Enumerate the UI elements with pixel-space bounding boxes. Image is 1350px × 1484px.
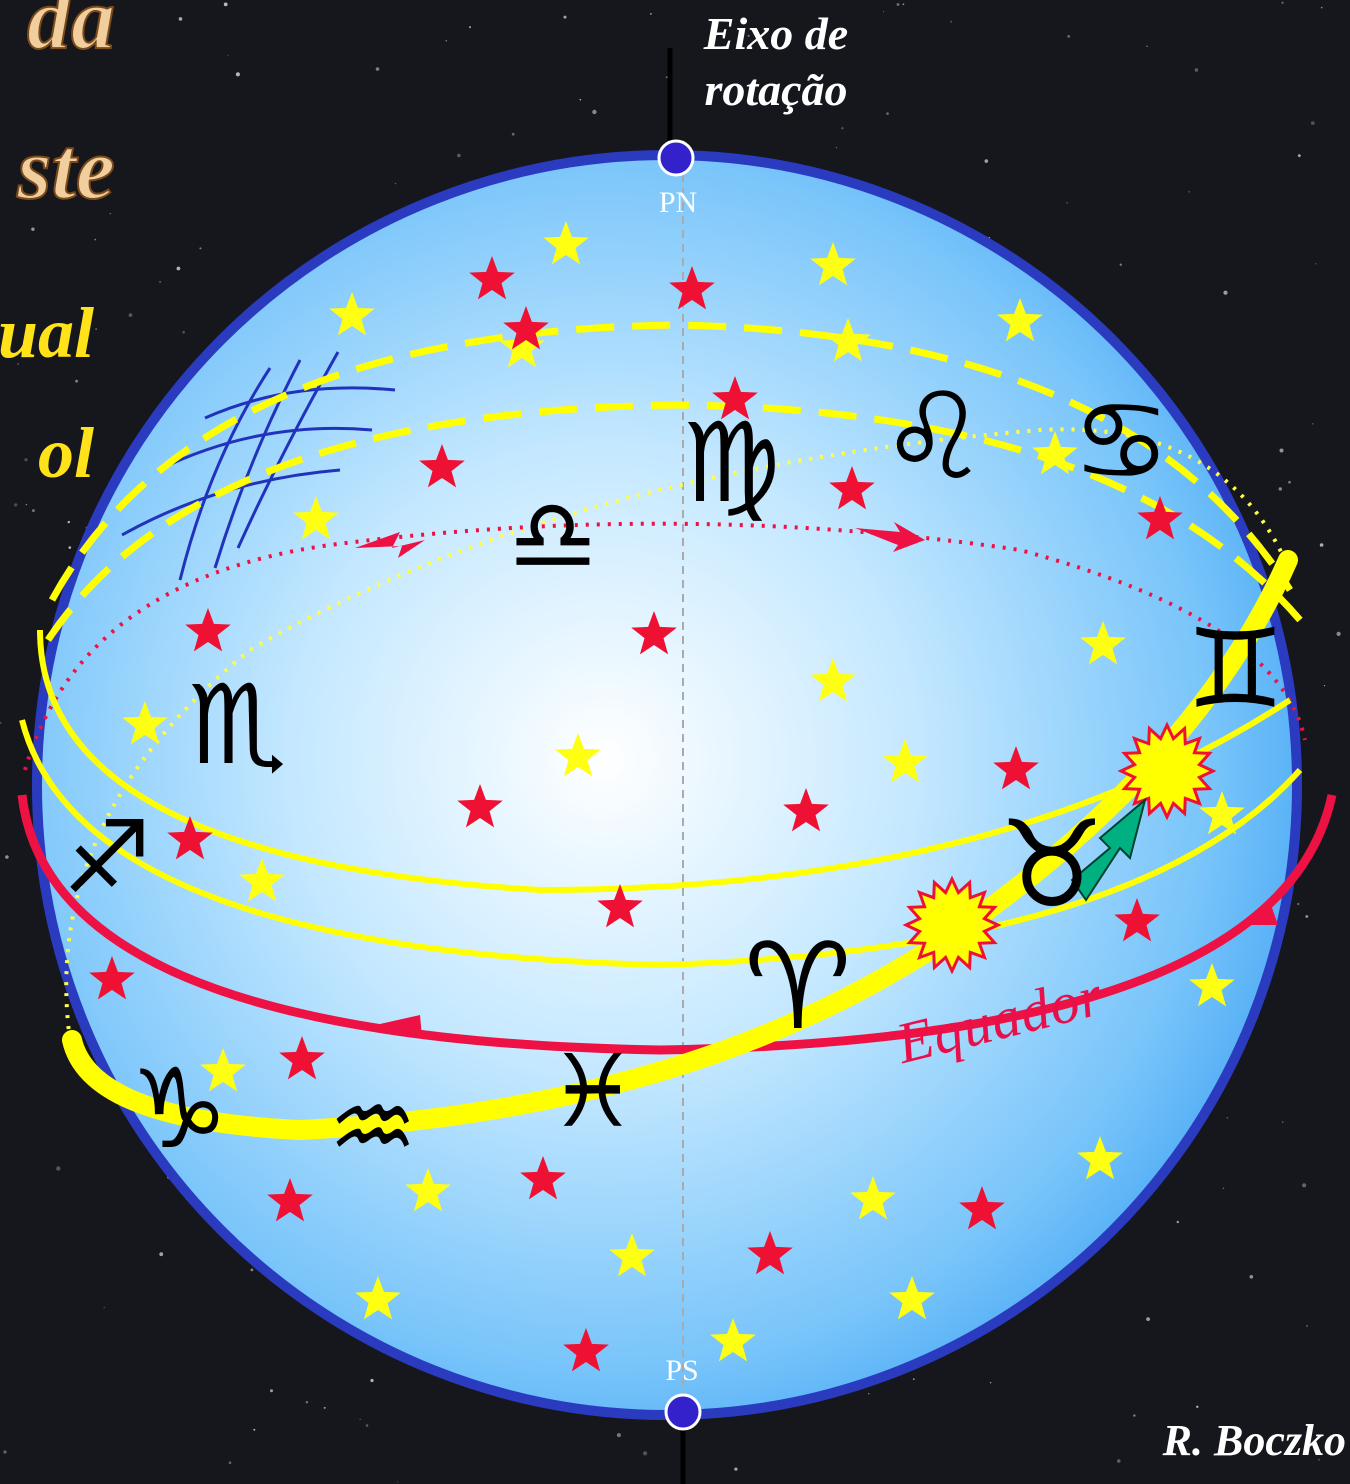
equator-arrow-1 [380, 1015, 422, 1037]
capricorn-sign-icon: ♑ [130, 1045, 229, 1173]
red-star-icon [469, 256, 515, 300]
yellow-star-icon [555, 733, 601, 777]
equator-back-arrow-2 [855, 522, 925, 552]
sun-motion-arrow-icon [1070, 797, 1147, 902]
leo-sign-icon: ♌ [880, 368, 988, 507]
sun-path-parallel-2 [19, 719, 1303, 969]
red-star-icon [631, 611, 677, 655]
pisces-sign-icon: ♓ [548, 1033, 638, 1150]
aquarius-sign-icon: ♒ [328, 1069, 418, 1186]
yellow-star-icon [239, 858, 285, 902]
north-pole-label: PN [658, 186, 698, 219]
scorpio-sign-icon: ♏ [188, 661, 287, 789]
yellow-star-icon [1199, 791, 1245, 835]
yellow-star-icon [882, 739, 928, 783]
red-star-icon [712, 376, 758, 420]
yellow-star-icon [543, 221, 589, 265]
red-star-icon [419, 444, 465, 488]
red-star-icon [503, 306, 549, 350]
yellow-star-icon [1077, 1136, 1123, 1180]
title-fragment-bottom: ste [16, 121, 116, 218]
aries-sign-icon: ♈ [744, 918, 852, 1057]
sun-path-parallel-1 [37, 629, 1292, 894]
author-credit: R. Boczko [1162, 1416, 1346, 1465]
yellow-star-icon [499, 324, 545, 368]
sun-icon-later [1117, 721, 1217, 821]
red-star-icon [185, 608, 231, 652]
red-star-icon [829, 466, 875, 510]
yellow-star-icon [122, 701, 168, 745]
red-star-icon [267, 1178, 313, 1222]
yellow-star-icon [1032, 431, 1078, 475]
equator-front [17, 794, 1337, 1055]
red-star-icon [1114, 898, 1160, 942]
red-star-icon [457, 784, 503, 828]
equator-arrow-2 [1240, 902, 1278, 925]
sun-icon [902, 875, 1002, 975]
taurus-sign-icon: ♉ [998, 796, 1106, 935]
yellow-star-icon [1189, 963, 1235, 1007]
red-star-icon [520, 1156, 566, 1200]
equator-back-arrow-1 [355, 532, 425, 558]
yellow-star-icon [200, 1048, 246, 1092]
yellow-star-icon [329, 292, 375, 336]
equator-back [23, 521, 1307, 771]
cancer-sign-icon: ♋ [1072, 377, 1171, 505]
sagittarius-sign-icon: ♐ [62, 799, 152, 916]
red-star-icon [279, 1036, 325, 1080]
gemini-sign-icon: ♊ [1186, 605, 1285, 733]
yellow-star-icon [293, 496, 339, 540]
yellow-star-icon [810, 658, 856, 702]
subtitle-fragment-top: ual [0, 293, 94, 373]
red-star-icon [747, 1231, 793, 1275]
ecliptic-back [64, 427, 1287, 1041]
stars-layer [89, 221, 1245, 1372]
south-pole-marker [664, 1393, 702, 1431]
red-star-icon [167, 816, 213, 860]
yellow-star-icon [405, 1168, 451, 1212]
virgo-sign-icon: ♍ [682, 399, 781, 527]
yellow-star-icon [997, 298, 1043, 342]
red-star-icon [783, 788, 829, 832]
north-pole-marker [657, 139, 695, 177]
title-fragment-top: da [26, 0, 116, 68]
yellow-star-icon [810, 242, 856, 286]
red-star-icon [1137, 496, 1183, 540]
yellow-star-icon [825, 318, 871, 362]
yellow-star-icon [850, 1176, 896, 1220]
south-pole-label: PS [665, 1354, 699, 1387]
coordinate-grid [121, 351, 396, 581]
red-star-icon [563, 1328, 609, 1372]
red-star-icon [669, 266, 715, 310]
back-parallel-upper [48, 321, 1293, 602]
yellow-star-icon [609, 1233, 655, 1277]
yellow-star-icon [1080, 621, 1126, 665]
subtitle-fragment-bottom: ol [37, 413, 94, 493]
yellow-star-icon [710, 1318, 756, 1362]
red-star-icon [89, 956, 135, 1000]
rotation-axis-label: Eixo de rotação [703, 8, 849, 115]
libra-sign-icon: ♎ [508, 477, 598, 594]
yellow-star-icon [889, 1276, 935, 1320]
red-star-icon [993, 746, 1039, 790]
yellow-star-icon [355, 1276, 401, 1320]
red-star-icon [597, 884, 643, 928]
red-star-icon [959, 1186, 1005, 1230]
